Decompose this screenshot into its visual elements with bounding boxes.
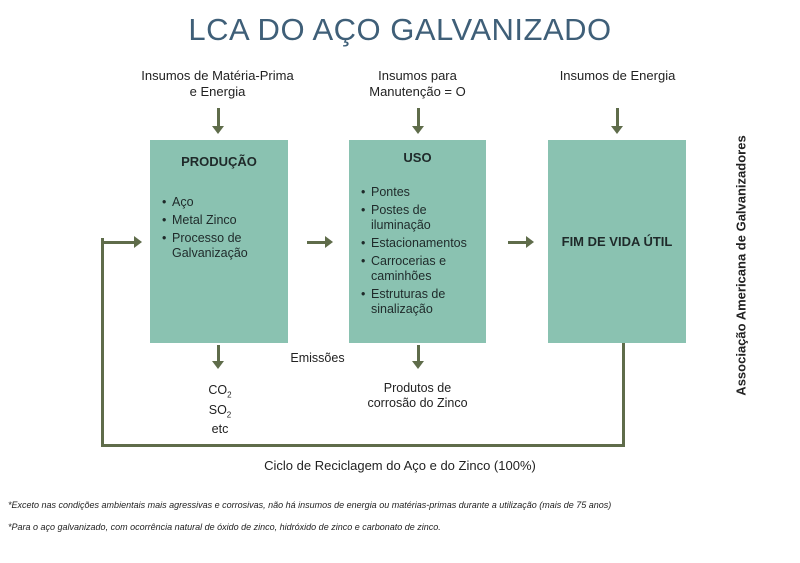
use-item: Pontes <box>361 185 478 200</box>
diagram-title: LCA DO AÇO GALVANIZADO <box>188 12 612 47</box>
footnote-2: *Para o aço galvanizado, com ocorrência … <box>8 522 441 532</box>
production-inputs-line-1: Insumos de Matéria-Prima <box>141 68 294 83</box>
recycling-line-right <box>622 343 625 447</box>
use-inputs-line-1: Insumos para <box>378 68 457 83</box>
emissions-label: Emissões <box>290 351 345 365</box>
use-to-end-of-life-arrow <box>508 236 534 248</box>
use-input-arrow <box>412 108 424 134</box>
use-inputs-label: Insumos para Manutenção = O <box>340 68 495 100</box>
zinc-corrosion-line-2: corrosão do Zinco <box>367 396 468 410</box>
production-item: Aço <box>162 195 278 210</box>
production-inputs-label: Insumos de Matéria-Prima e Energia <box>115 68 320 100</box>
emission-so2: SO2 <box>208 402 232 420</box>
production-item: Metal Zinco <box>162 213 278 228</box>
recycling-line-bottom <box>101 444 625 447</box>
production-to-use-arrow <box>307 236 333 248</box>
use-items: Pontes Postes de iluminação Estacionamen… <box>361 185 478 317</box>
use-item: Estruturas de sinalização <box>361 287 478 317</box>
zinc-corrosion-line-1: Produtos de <box>383 381 452 395</box>
use-box-title: USO <box>403 150 432 165</box>
emission-etc: etc <box>211 422 229 436</box>
emissions-list: CO2 SO2 etc <box>190 383 250 437</box>
use-item: Estacionamentos <box>361 236 478 251</box>
recycling-line-left <box>101 238 104 447</box>
recycling-label: Ciclo de Reciclagem do Aço e do Zinco (1… <box>264 458 536 473</box>
use-item: Postes de iluminação <box>361 203 478 233</box>
production-box: PRODUÇÃO Aço Metal Zinco Processo de Gal… <box>150 140 288 343</box>
recycling-return-arrow <box>101 236 142 248</box>
end-of-life-box-title: FIM DE VIDA ÚTIL <box>561 234 673 249</box>
use-inputs-line-2: Manutenção = O <box>369 84 466 99</box>
production-items: Aço Metal Zinco Processo de Galvanização <box>162 195 278 261</box>
side-label: Associação Americana de Galvanizadores <box>733 135 749 396</box>
emission-co2: CO2 <box>208 383 232 400</box>
use-item: Carrocerias e caminhões <box>361 254 478 284</box>
production-input-arrow <box>212 108 224 134</box>
production-box-title: PRODUÇÃO <box>181 154 257 169</box>
end-of-life-box: FIM DE VIDA ÚTIL <box>548 140 686 343</box>
use-box: USO Pontes Postes de iluminação Estacion… <box>349 140 486 343</box>
footnote-1: *Exceto nas condições ambientais mais ag… <box>8 500 612 510</box>
emissions-arrow <box>212 345 224 369</box>
end-of-life-inputs-label: Insumos de Energia <box>559 68 676 83</box>
end-of-life-input-arrow <box>611 108 623 134</box>
production-inputs-line-2: e Energia <box>189 84 246 99</box>
corrosion-arrow <box>412 345 424 369</box>
zinc-corrosion-label: Produtos de corrosão do Zinco <box>345 381 490 411</box>
production-item: Processo de Galvanização <box>162 231 278 261</box>
